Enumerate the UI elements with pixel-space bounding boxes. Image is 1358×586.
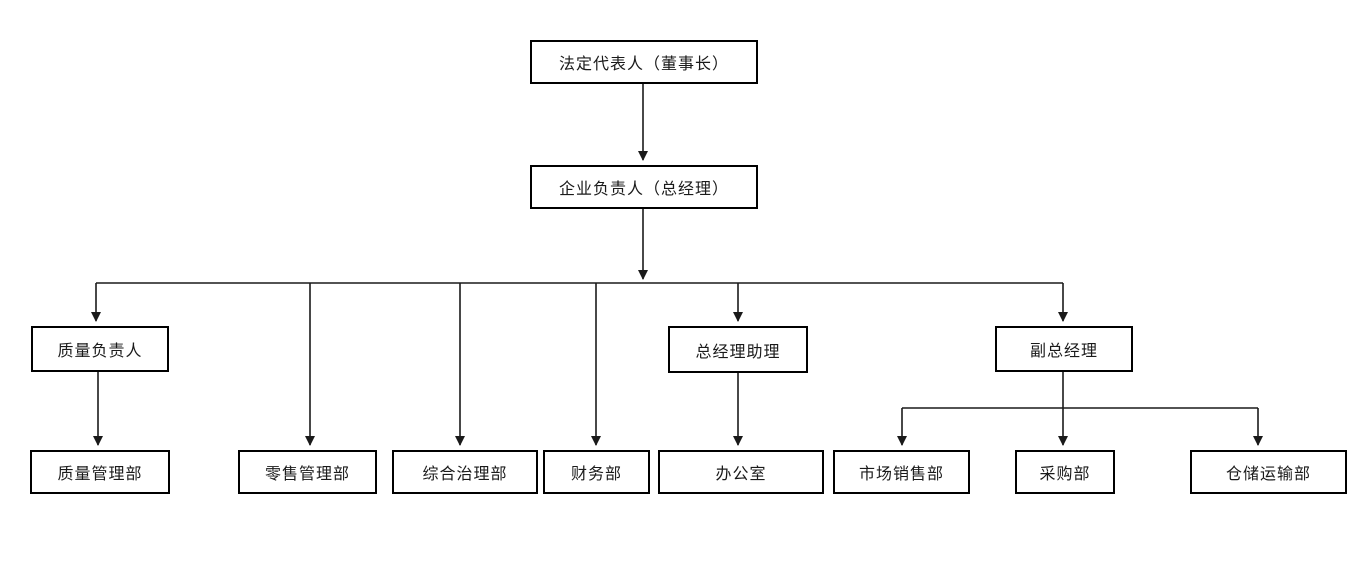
- node-office: 办公室: [658, 450, 824, 494]
- node-comprehensive-governance-dept: 综合治理部: [392, 450, 538, 494]
- node-quality-lead: 质量负责人: [31, 326, 169, 372]
- node-label: 市场销售部: [858, 466, 944, 483]
- node-finance-dept: 财务部: [543, 450, 650, 494]
- node-label: 办公室: [715, 466, 767, 483]
- node-label: 采购部: [1039, 466, 1091, 483]
- node-warehouse-transport-dept: 仓储运输部: [1190, 450, 1347, 494]
- node-label: 法定代表人（董事长）: [558, 56, 729, 73]
- node-label: 总经理助理: [695, 343, 781, 361]
- node-deputy-general-manager: 副总经理: [995, 326, 1133, 372]
- node-general-manager: 企业负责人（总经理）: [530, 165, 758, 209]
- node-market-sales-dept: 市场销售部: [833, 450, 970, 494]
- node-label: 质量管理部: [57, 466, 143, 483]
- node-label: 企业负责人（总经理）: [558, 181, 729, 198]
- node-label: 财务部: [570, 466, 622, 483]
- node-gm-assistant: 总经理助理: [668, 326, 808, 373]
- node-legal-representative: 法定代表人（董事长）: [530, 40, 758, 84]
- node-label: 副总经理: [1029, 343, 1098, 360]
- node-purchasing-dept: 采购部: [1015, 450, 1115, 494]
- node-label: 综合治理部: [422, 466, 508, 483]
- node-retail-management-dept: 零售管理部: [238, 450, 377, 494]
- node-quality-management-dept: 质量管理部: [30, 450, 170, 494]
- node-label: 仓储运输部: [1225, 466, 1311, 483]
- node-label: 质量负责人: [57, 343, 143, 360]
- node-label: 零售管理部: [264, 466, 350, 483]
